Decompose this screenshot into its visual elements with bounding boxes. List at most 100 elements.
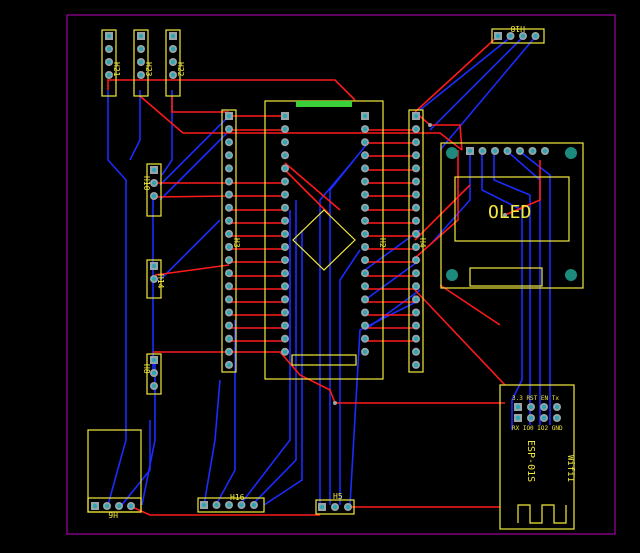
- esp-bottom-pad-hole: [515, 415, 521, 421]
- oled-pad-hole: [517, 148, 523, 154]
- h4-pad-hole: [413, 336, 419, 341]
- mcu-right-pad-hole: [362, 336, 368, 341]
- mcu-right-pad-hole: [362, 205, 368, 210]
- mcu-right-pad-hole: [362, 310, 368, 315]
- mcu-right-pad-hole: [362, 244, 368, 250]
- esp-bottom-pins: RX IO0 IO2 GND: [512, 425, 563, 432]
- mcu-left-pad-hole: [282, 113, 288, 119]
- h4-pad-hole: [413, 297, 419, 302]
- h3-pad-hole: [226, 166, 232, 171]
- h2-label: H2: [378, 238, 387, 248]
- mcu-left-pad-hole: [282, 218, 288, 223]
- oled-pad-hole: [542, 148, 548, 154]
- silkscreen-layer: [87, 28, 584, 530]
- oled-pad-hole: [480, 148, 485, 154]
- h18-pad-hole: [533, 33, 538, 39]
- h3-pad-hole: [226, 284, 232, 289]
- esp-top-pad-hole: [515, 404, 521, 410]
- board-outline: [66, 14, 616, 535]
- via: [503, 213, 507, 217]
- mcu-right-pad-hole: [362, 231, 368, 237]
- h3-pad-hole: [226, 257, 232, 263]
- mcu-right-pad-hole: [362, 179, 368, 184]
- mcu-right-pad-hole: [362, 349, 368, 354]
- h4-pad-hole: [413, 231, 419, 237]
- h3-pad-hole: [226, 205, 232, 210]
- h4-pad-hole: [413, 179, 419, 184]
- h23-label: H23: [144, 62, 153, 77]
- oled-mount-hole: [446, 147, 458, 159]
- h10-pad-hole: [151, 180, 157, 186]
- h22-pad-hole: [170, 46, 176, 52]
- h22-pad-hole: [170, 59, 176, 65]
- h4-pad-hole: [413, 205, 419, 210]
- mcu-left-pad-hole: [282, 140, 288, 145]
- mcu-left-pad-hole: [282, 349, 288, 354]
- h23-pad-hole: [138, 33, 144, 39]
- h3-pad-hole: [226, 126, 232, 132]
- esp-top-pad-hole: [528, 404, 534, 410]
- h16-pad-hole: [201, 502, 207, 508]
- h4-pad-hole: [413, 153, 419, 158]
- h14-label: H14: [156, 274, 165, 289]
- h8-pad-hole: [151, 383, 157, 389]
- mcu-left-pad-hole: [282, 271, 288, 276]
- oled-pad-hole: [530, 148, 535, 154]
- h4-pad-hole: [413, 271, 419, 276]
- h3-pad-hole: [226, 349, 232, 354]
- mcu-left-pad-hole: [282, 257, 288, 263]
- oled-mount-hole: [446, 269, 458, 281]
- mcu-right-pad-hole: [362, 113, 368, 119]
- mcu-left-pad-hole: [282, 231, 288, 237]
- mcu-left-pad-hole: [282, 284, 288, 289]
- h5-pad-hole: [332, 504, 338, 510]
- h6-label: H6: [108, 510, 118, 519]
- esp-bottom-pad-hole: [528, 415, 534, 421]
- top-copper-layer: [107, 35, 541, 516]
- oled-mount-hole: [565, 147, 577, 159]
- mcu-right-pad-hole: [362, 126, 368, 132]
- h4-pad-hole: [413, 310, 419, 315]
- h3-pad-hole: [226, 336, 232, 341]
- oled-mount-hole: [565, 269, 577, 281]
- h18-pad-hole: [520, 33, 526, 39]
- h22-pad-hole: [170, 72, 176, 78]
- mcu-right-pad-hole: [362, 257, 368, 263]
- h16-pad-hole: [251, 502, 257, 508]
- h10-pad-hole: [151, 193, 157, 199]
- h22-pad-hole: [170, 33, 176, 39]
- h4-pad-hole: [413, 257, 419, 263]
- h16-pad-hole: [226, 502, 232, 508]
- esp-top-pad-hole: [541, 404, 547, 410]
- h6-pad-hole: [92, 503, 98, 509]
- h18-pad-hole: [508, 33, 513, 39]
- h5-pad-hole: [345, 504, 351, 510]
- h10-label: H10: [142, 176, 151, 191]
- h4-pad-hole: [413, 192, 419, 197]
- mcu-right-pad-hole: [362, 297, 368, 302]
- esp-bottom-pad-hole: [554, 415, 560, 421]
- h14-pad-hole: [151, 263, 157, 269]
- h4-label: H4: [418, 238, 427, 248]
- mcu-right-pad-hole: [362, 271, 368, 276]
- h3-pad-hole: [226, 323, 232, 328]
- mcu-notch: [296, 101, 352, 107]
- mcu-left-pad-hole: [282, 166, 288, 171]
- h4-pad-hole: [413, 362, 419, 368]
- h3-pad-hole: [226, 113, 232, 119]
- via: [333, 401, 337, 405]
- h8-pad-hole: [151, 370, 157, 376]
- mcu-left-pad-hole: [282, 126, 288, 132]
- h21-pad-hole: [106, 46, 112, 52]
- h21-pad-hole: [106, 33, 112, 39]
- h4-pad-hole: [413, 349, 419, 354]
- mcu-right-pad-hole: [362, 192, 368, 197]
- h22-label: H22: [176, 62, 185, 77]
- h4-pad-hole: [413, 113, 419, 119]
- mcu-left-pad-hole: [282, 244, 288, 250]
- h3-pad-hole: [226, 271, 232, 276]
- h3-pad-hole: [226, 140, 232, 145]
- esp-top-pad-hole: [554, 404, 560, 410]
- esp-bottom-pad-hole: [541, 415, 547, 421]
